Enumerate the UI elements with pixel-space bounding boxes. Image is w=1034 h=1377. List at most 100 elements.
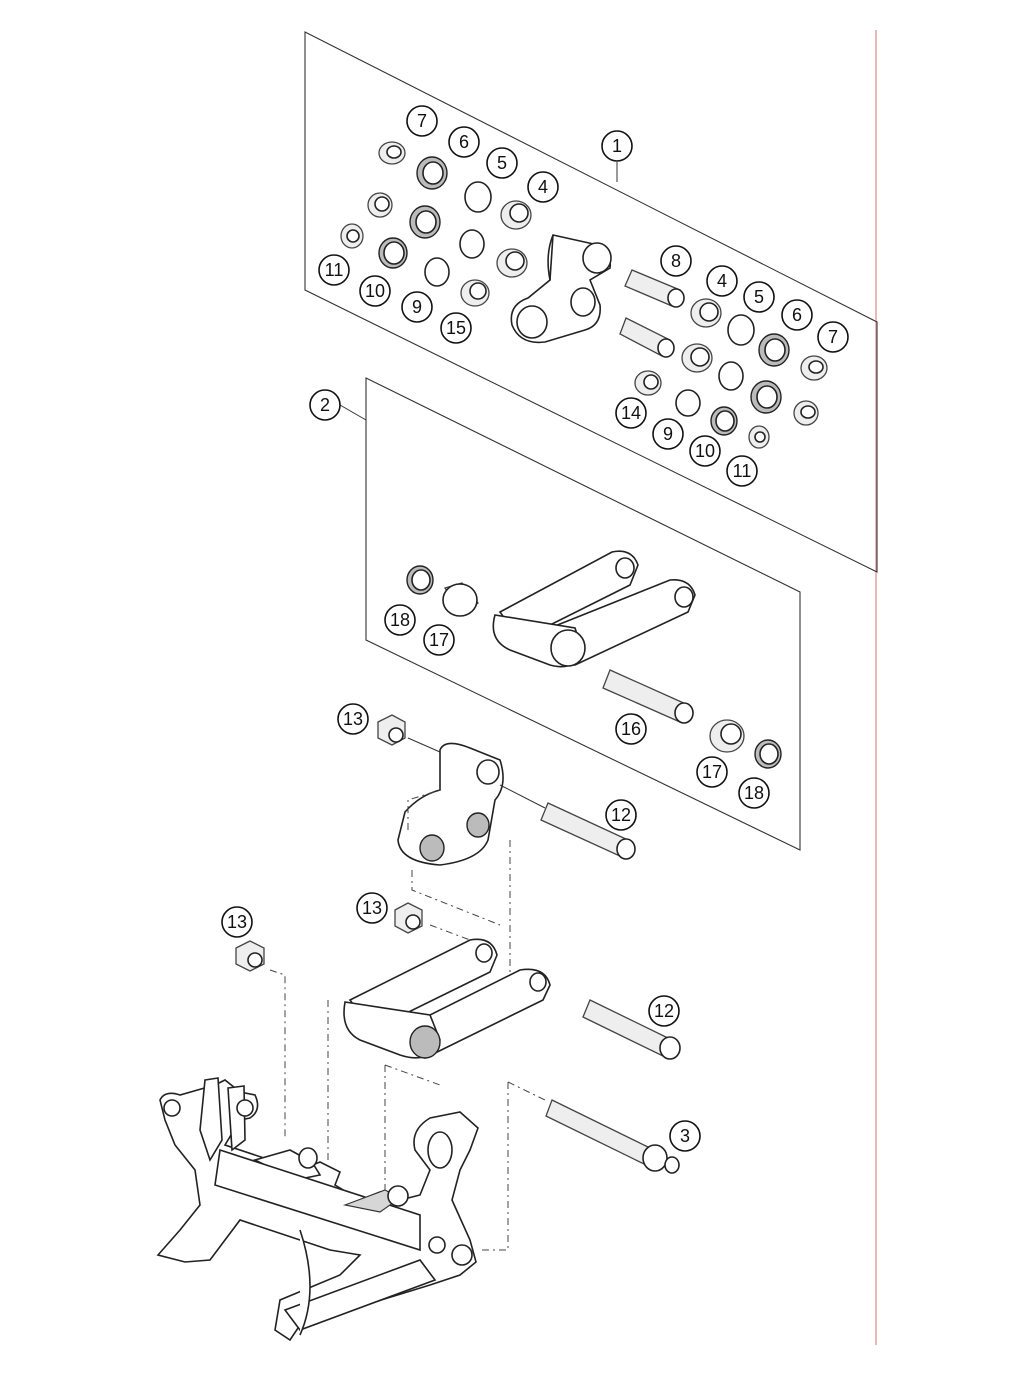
- bushing-17-b: [709, 719, 745, 753]
- callout-18-a: 18: [384, 604, 416, 636]
- svg-text:4: 4: [538, 177, 548, 197]
- sleeve-4-right: [690, 298, 722, 328]
- callout-7-left: 7: [406, 105, 438, 137]
- upper-lever: [397, 742, 504, 866]
- seal-18-b: [754, 739, 782, 769]
- kit-2-parts: [406, 550, 782, 769]
- frame-section: [156, 1077, 479, 1342]
- callout-18-b: 18: [738, 777, 770, 809]
- leader-lines: [339, 162, 618, 421]
- callout-4-left: 4: [527, 171, 559, 203]
- callout-2: 2: [309, 389, 341, 421]
- svg-text:6: 6: [459, 132, 469, 152]
- bearing-6-right: [758, 333, 790, 367]
- lower-linkage-arms: [343, 938, 551, 1059]
- callout-11-right: 11: [726, 455, 758, 487]
- linkage-arms-kit-2: [492, 550, 696, 668]
- callout-11-left: 11: [318, 254, 350, 286]
- svg-text:7: 7: [417, 111, 427, 131]
- svg-text:12: 12: [654, 1001, 674, 1021]
- kit-1-left-parts: [340, 141, 532, 307]
- callout-10-right: 10: [689, 435, 721, 467]
- callout-3: 3: [669, 1120, 701, 1152]
- washer-9-right: [675, 389, 701, 417]
- callout-10-left: 10: [359, 275, 391, 307]
- bearing-6-left: [416, 156, 448, 190]
- bearing-right-2: [750, 380, 782, 414]
- kit-1-frame: [304, 31, 878, 573]
- assembly-parts: [156, 714, 681, 1342]
- sleeve-right-2: [681, 343, 713, 373]
- callouts: 1 2 3 4 4 5 5 6 6 7 7 8 9 9 10 10 11 11 …: [221, 105, 849, 1152]
- svg-text:18: 18: [390, 610, 410, 630]
- callout-1: 1: [601, 130, 633, 162]
- bushing-left-2: [367, 192, 393, 218]
- sleeve-15: [460, 279, 490, 307]
- pin-12-lower: [582, 999, 681, 1060]
- callout-6-left: 6: [448, 126, 480, 158]
- callout-9-right: 9: [652, 418, 684, 450]
- bushing-7-left: [378, 141, 406, 165]
- callout-14: 14: [615, 397, 647, 429]
- seal-10-right: [710, 406, 738, 436]
- svg-text:14: 14: [621, 403, 641, 423]
- callout-6-right: 6: [781, 299, 813, 331]
- callout-9-left: 9: [401, 291, 433, 323]
- bushing-7-right: [800, 355, 828, 381]
- svg-text:3: 3: [680, 1126, 690, 1146]
- callout-12-top: 12: [605, 799, 637, 831]
- callout-5-left: 5: [486, 147, 518, 179]
- svg-text:8: 8: [671, 251, 681, 271]
- seal-10-left: [378, 237, 408, 269]
- svg-text:10: 10: [695, 441, 715, 461]
- svg-text:11: 11: [325, 260, 344, 280]
- bolt-3: [545, 1099, 680, 1174]
- svg-text:12: 12: [611, 805, 631, 825]
- nut-13-mid: [394, 902, 423, 934]
- bearing-left-2: [409, 205, 441, 239]
- callout-4-right: 4: [706, 265, 738, 297]
- callout-5-right: 5: [743, 281, 775, 313]
- svg-text:6: 6: [792, 305, 802, 325]
- washer-5-left: [464, 181, 492, 213]
- svg-text:18: 18: [744, 783, 764, 803]
- svg-text:10: 10: [365, 281, 385, 301]
- sleeve-4-left: [500, 200, 532, 230]
- washer-5-right: [727, 314, 755, 346]
- callout-13-mid: 13: [356, 892, 388, 924]
- washer-9-left: [424, 257, 450, 287]
- callout-17-b: 17: [696, 756, 728, 788]
- svg-text:5: 5: [497, 153, 507, 173]
- bushing-17-a: [442, 582, 479, 617]
- pin-16: [602, 669, 694, 724]
- kit-2-frame: [365, 377, 801, 851]
- svg-text:16: 16: [621, 719, 641, 739]
- svg-text:15: 15: [446, 318, 466, 338]
- svg-text:2: 2: [320, 395, 330, 415]
- sleeve-14: [634, 370, 662, 396]
- callout-7-right: 7: [817, 321, 849, 353]
- svg-text:17: 17: [429, 630, 449, 650]
- washer-left-2: [459, 229, 485, 259]
- callout-17-a: 17: [423, 624, 455, 656]
- svg-text:1: 1: [612, 136, 622, 156]
- pin-8: [624, 269, 685, 308]
- seal-18-a: [406, 565, 434, 595]
- svg-text:13: 13: [343, 709, 363, 729]
- nut-11-left: [340, 223, 364, 249]
- svg-text:17: 17: [702, 762, 722, 782]
- kit-1-right-parts: [619, 269, 828, 449]
- svg-text:5: 5: [754, 287, 764, 307]
- svg-text:7: 7: [828, 327, 838, 347]
- nut-13-left: [235, 940, 265, 972]
- nut-11-right: [748, 425, 770, 449]
- callout-8: 8: [660, 245, 692, 277]
- callout-13-top: 13: [337, 703, 369, 735]
- svg-text:4: 4: [717, 271, 727, 291]
- svg-text:13: 13: [362, 898, 382, 918]
- bushing-right-2: [793, 400, 819, 426]
- svg-text:11: 11: [733, 461, 752, 481]
- kit-1-lever: [510, 234, 612, 344]
- pin-8b: [619, 317, 675, 358]
